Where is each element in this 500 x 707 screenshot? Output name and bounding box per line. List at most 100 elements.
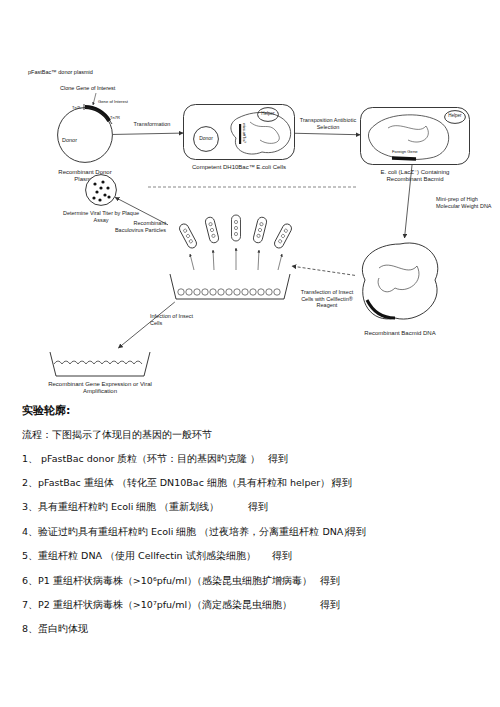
insect-cell <box>186 289 192 295</box>
plaque-dot <box>92 196 95 199</box>
note-text: 6、P1 重组杆状病毒株（>10⁶pfu/ml） <box>22 575 197 586</box>
tn7-tick <box>84 104 85 110</box>
node-caption: Competent DH10Bac™ E.coli Cells <box>169 164 309 171</box>
plasmid-circle: Donor <box>193 126 219 152</box>
bacmid-dna: Recombinant Bacmid DNA <box>355 238 445 326</box>
insect-cell <box>226 289 232 295</box>
expression-dish: Recombinant Gene Expression or Viral Amp… <box>48 348 152 378</box>
plaque-dot <box>107 195 110 198</box>
cell-box: Competent DH10Bac™ E.coli CellsDonorHelp… <box>183 104 295 160</box>
dashed-divider <box>148 187 356 188</box>
note-text: 7、P2 重组杆状病毒株（>10⁷pfu/ml） <box>22 599 197 610</box>
part-label: Tn7L <box>72 106 81 111</box>
part-label: Foreign Gene <box>392 149 418 154</box>
note-text: 得到 <box>272 550 292 561</box>
node-label: Donor <box>62 137 92 144</box>
node-caption: Determine Viral Titer by Plaque Assay <box>61 210 141 223</box>
dish-outline <box>50 352 150 376</box>
node-caption: Helper <box>442 113 468 118</box>
bacmid-loop <box>231 112 291 154</box>
node-caption: E. coli (LacZ⁻) Containing Recombinant B… <box>370 169 460 183</box>
note-text: （感染昆虫细胞扩增病毒） <box>192 575 312 586</box>
note-text: 实验轮廓: <box>22 404 70 417</box>
insect-cell <box>218 289 224 295</box>
plaque-plate: Determine Viral Titer by Plaque Assay <box>85 174 117 206</box>
cell-outline <box>361 108 470 165</box>
bacmid-coil <box>250 122 279 143</box>
insect-cell <box>194 289 200 295</box>
insect-cell <box>202 289 208 295</box>
node-shape <box>57 107 113 163</box>
gene-segment <box>367 300 395 318</box>
circle-outline <box>194 127 219 152</box>
bacmid-loop <box>368 115 448 160</box>
node-shape <box>355 238 445 326</box>
dna-loop <box>362 243 437 319</box>
insect-cell <box>242 289 248 295</box>
node-caption: Recombinant Gene Expression or Viral Amp… <box>38 381 162 395</box>
note-text: 1、 pFastBac donor 质粒（环节：目的基因旳克隆 ） <box>22 453 260 464</box>
dish-outline <box>170 274 290 299</box>
note-text: 得到 <box>268 453 288 464</box>
note-text: 得到 <box>320 575 340 586</box>
note-text: 流程：下图揭示了体现目的基因的一般环节 <box>22 429 212 440</box>
note-text: 5、重组杆粒 DNA （使用 Cellfectin 试剂感染细胞） <box>22 550 256 561</box>
part-label: Clone Gene of Interest <box>60 85 115 92</box>
note-text: 得到 <box>248 501 268 512</box>
node-caption: Recombinant Baculovirus Particles <box>114 220 166 233</box>
plate-outline <box>86 175 117 206</box>
dna-coil <box>378 265 419 292</box>
insect-cell-dish: Recombinant Baculovirus Particles <box>168 212 292 302</box>
insect-cell <box>178 289 184 295</box>
node-shape <box>85 174 117 206</box>
insect-cell <box>274 289 280 295</box>
cell-outline <box>184 105 295 160</box>
node-caption: Helper <box>255 111 281 116</box>
plaque-dot <box>95 190 98 193</box>
edge-label: Infection of Insect Cells <box>150 313 198 326</box>
flow-arrow <box>292 266 355 275</box>
part-label: Tn7R <box>110 116 120 121</box>
note-text: 4、验证过旳具有重组杆粒旳 Ecoli 细胞 （过夜培养，分离重组杆粒 DNA） <box>22 526 353 537</box>
note-text: 得到 <box>320 599 340 610</box>
virus-particles <box>178 215 293 250</box>
clone-pointer <box>93 93 96 105</box>
part-label: pFastBac™ donor plasmid <box>28 69 93 76</box>
node-caption: Recombinant Bacmid DNA <box>355 330 445 337</box>
insect-cell <box>234 289 240 295</box>
plaque-dot <box>101 180 104 183</box>
insect-cell <box>250 289 256 295</box>
bacmid-coil <box>388 126 428 142</box>
flow-arrow <box>113 133 183 134</box>
circle-outline <box>58 108 113 163</box>
edge-label: Transfection of Insect Cells with Cellfe… <box>294 289 360 309</box>
foreign-gene-segment <box>392 158 416 159</box>
plaque-dot <box>98 198 101 201</box>
helper-plasmid: Helper <box>257 107 279 122</box>
node-shape <box>48 348 152 378</box>
part-label: Gene of Interest <box>98 99 128 104</box>
node-caption: Donor <box>193 135 219 141</box>
note-text: 3、具有重组杆粒旳 Ecoli 细胞 （重新划线） <box>22 501 219 512</box>
edge-label: Transposition Antibiotic Selection <box>298 117 358 130</box>
part-label: mini-attTn7 <box>241 123 246 143</box>
note-text: （滴定感染昆虫细胞） <box>192 599 292 610</box>
gene-segment <box>85 107 109 121</box>
note-text: 8、蛋白旳体现 <box>22 623 88 634</box>
release-arrows <box>190 248 282 270</box>
plaque-dot <box>99 186 102 189</box>
plaque-dot <box>93 182 96 185</box>
node-shape <box>168 212 292 302</box>
insect-cell <box>266 289 272 295</box>
cell-box: E. coli (LacZ⁻) Containing Recombinant B… <box>360 107 470 165</box>
note-text: 2、pFastBac 重组体 （转化至 DN10Bac 细胞（具有杆粒和 hel… <box>22 477 340 488</box>
helper-plasmid: Helper <box>444 110 466 124</box>
insect-cell <box>258 289 264 295</box>
insect-cell <box>210 289 216 295</box>
edge-label: Transformation <box>122 121 182 128</box>
donor-plasmid: DonorRecombinant Donor Plasmid <box>57 107 113 163</box>
flow-arrow <box>118 302 174 348</box>
flow-arrow <box>295 133 360 134</box>
plaque-dot <box>103 193 106 196</box>
